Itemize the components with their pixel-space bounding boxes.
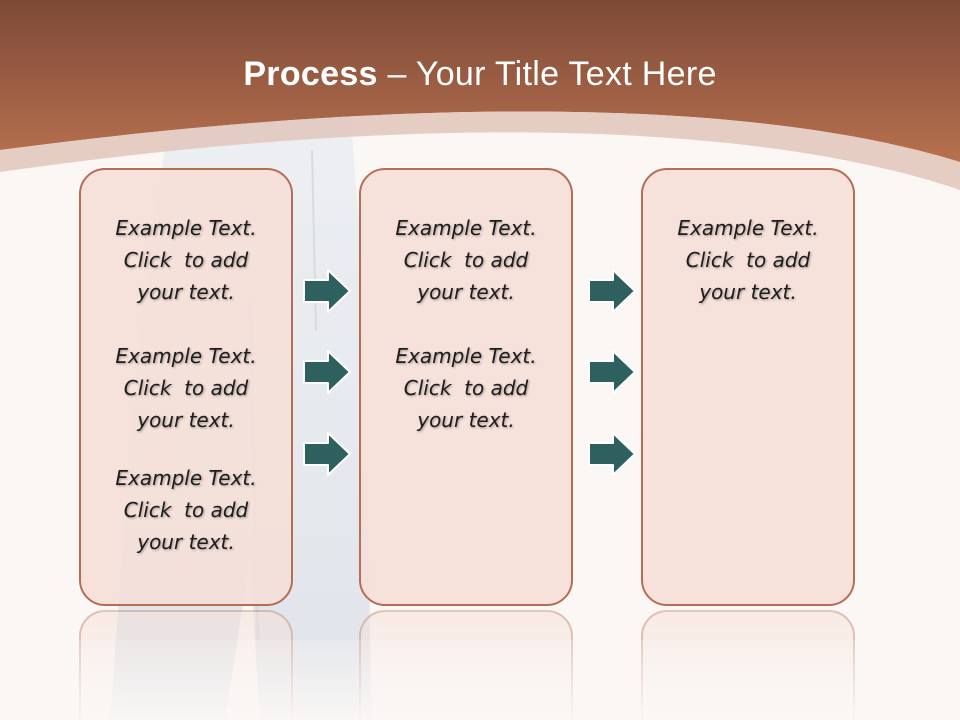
text-line: your text. — [699, 280, 797, 304]
text-placeholder[interactable]: Example Text. Click to add your text. — [361, 340, 571, 436]
text-line: Click to add — [123, 248, 249, 272]
text-placeholder[interactable]: Example Text. Click to add your text. — [643, 212, 853, 308]
title-bold: Process — [243, 55, 378, 93]
text-placeholder[interactable]: Example Text. Click to add your text. — [361, 212, 571, 308]
right-arrow-icon[interactable] — [587, 431, 637, 477]
slide-title[interactable]: Process – Your Title Text Here — [0, 52, 960, 96]
text-line: Example Text. — [115, 344, 257, 368]
title-rest: – Your Title Text Here — [377, 55, 717, 93]
text-placeholder[interactable]: Example Text. Click to add your text. — [81, 340, 291, 436]
text-line: Click to add — [123, 376, 249, 400]
text-line: Example Text. — [395, 344, 537, 368]
text-line: your text. — [417, 408, 515, 432]
text-line: your text. — [137, 280, 235, 304]
text-line: Example Text. — [115, 466, 257, 490]
reflection-fade — [0, 640, 960, 720]
text-placeholder[interactable]: Example Text. Click to add your text. — [81, 212, 291, 308]
right-arrow-icon[interactable] — [302, 431, 352, 477]
header-band — [0, 0, 960, 162]
text-line: Click to add — [403, 376, 529, 400]
text-placeholder[interactable]: Example Text. Click to add your text. — [81, 462, 291, 558]
process-box-1[interactable]: Example Text. Click to add your text. Ex… — [79, 168, 293, 606]
right-arrow-icon[interactable] — [587, 268, 637, 314]
text-line: Example Text. — [115, 216, 257, 240]
header-swoosh — [0, 111, 960, 190]
process-box-2[interactable]: Example Text. Click to add your text. Ex… — [359, 168, 573, 606]
text-line: Click to add — [403, 248, 529, 272]
text-line: your text. — [137, 530, 235, 554]
right-arrow-icon[interactable] — [302, 349, 352, 395]
text-line: Example Text. — [677, 216, 819, 240]
text-line: Example Text. — [395, 216, 537, 240]
text-line: Click to add — [685, 248, 811, 272]
text-line: Click to add — [123, 498, 249, 522]
text-line: your text. — [417, 280, 515, 304]
right-arrow-icon[interactable] — [587, 349, 637, 395]
text-line: your text. — [137, 408, 235, 432]
right-arrow-icon[interactable] — [302, 268, 352, 314]
process-box-3[interactable]: Example Text. Click to add your text. — [641, 168, 855, 606]
